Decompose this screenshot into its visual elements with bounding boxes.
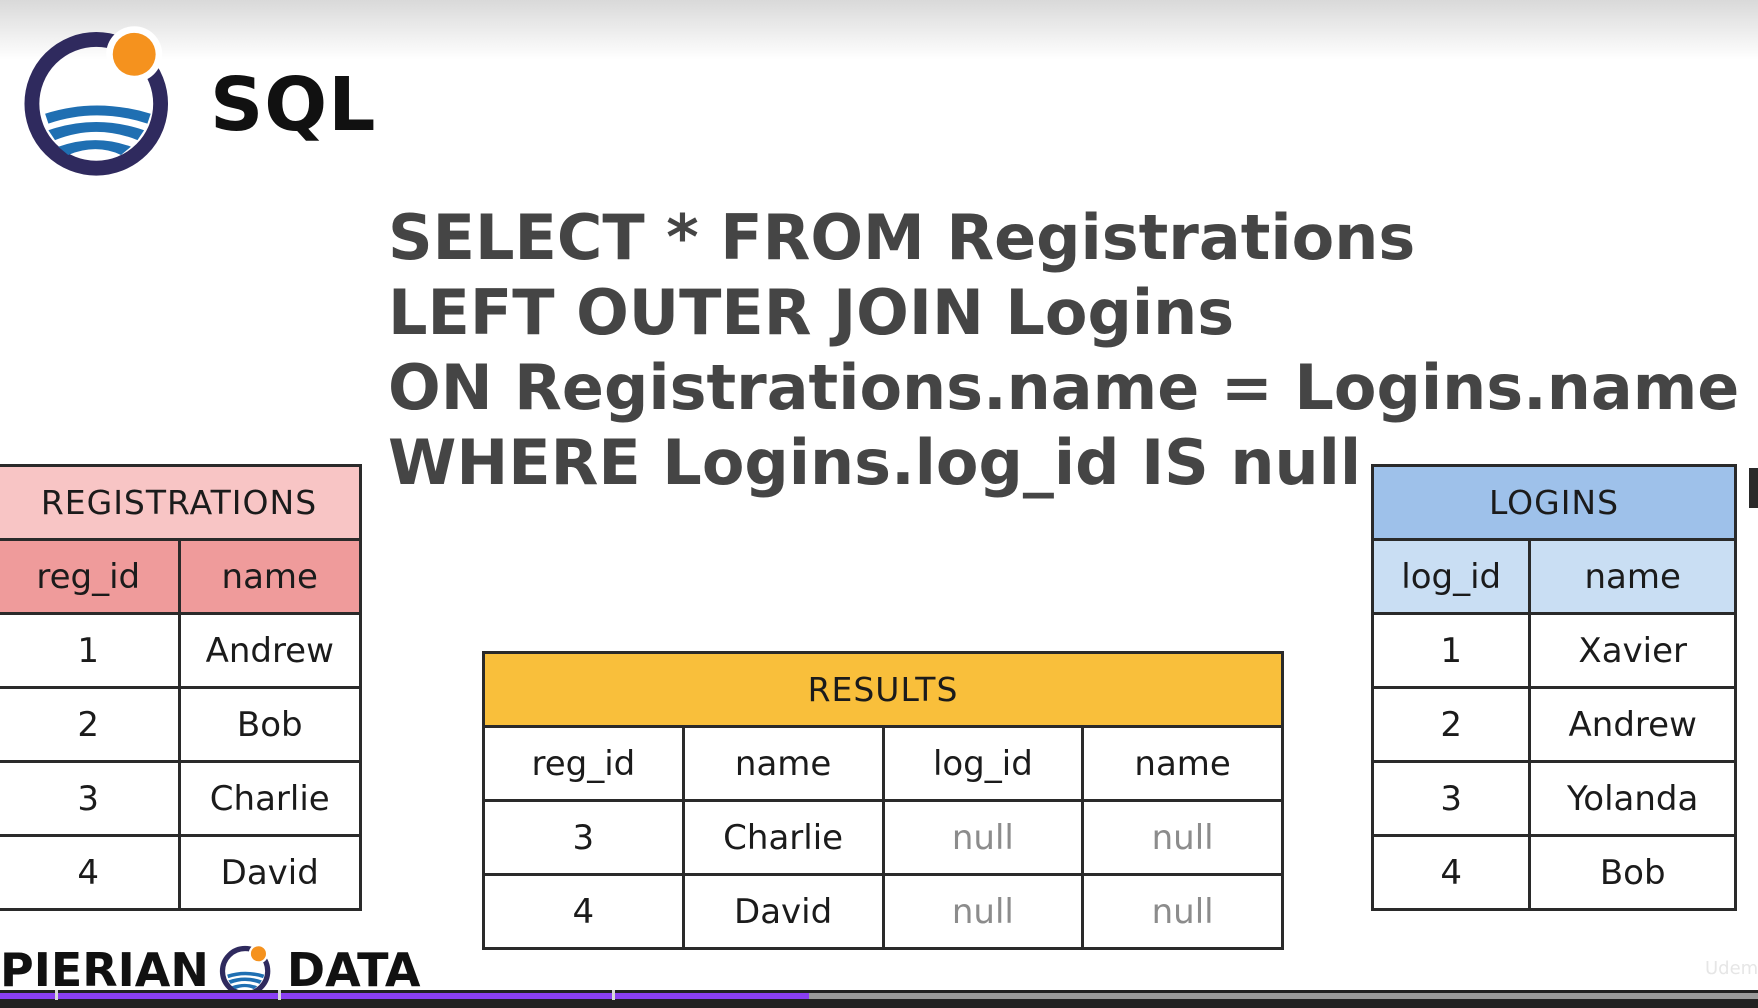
table-row: 4 David null null — [482, 873, 1284, 950]
column-header: reg_id — [482, 725, 685, 802]
column-header: name — [1528, 538, 1737, 615]
cell: 1 — [1370, 612, 1532, 689]
cell: Bob — [1528, 834, 1737, 911]
cell: 4 — [1370, 834, 1532, 911]
cell: Andrew — [1528, 686, 1737, 763]
results-title: RESULTS — [482, 651, 1284, 728]
column-header: name — [681, 725, 885, 802]
table-row: 2 Andrew — [1370, 686, 1737, 763]
null-cell: null — [1081, 873, 1284, 950]
column-header: name — [177, 538, 362, 615]
query-line: SELECT * FROM Registrations — [388, 201, 1416, 274]
cell: Bob — [177, 686, 362, 763]
cell: Xavier — [1528, 612, 1737, 689]
cell: 1 — [0, 612, 181, 689]
null-cell: null — [881, 799, 1085, 876]
chapter-marker — [278, 990, 281, 1000]
query-line: WHERE Logins.log_id IS null — [388, 426, 1362, 499]
column-header: reg_id — [0, 538, 181, 615]
null-cell: null — [881, 873, 1085, 950]
table-row: 3 Yolanda — [1370, 760, 1737, 837]
sql-logo-icon — [24, 26, 169, 176]
brand-right-text: DATA — [286, 943, 421, 997]
registrations-title: REGISTRATIONS — [0, 464, 362, 541]
logins-title: LOGINS — [1371, 464, 1737, 541]
table-row: 1 Xavier — [1370, 612, 1737, 689]
cell: Andrew — [177, 612, 362, 689]
logins-table: LOGINS log_id name 1 Xavier 2 Andrew 3 Y… — [1370, 464, 1737, 911]
logo-text: SQL — [210, 62, 377, 148]
query-line: LEFT OUTER JOIN Logins — [388, 276, 1235, 349]
side-handle[interactable] — [1749, 468, 1758, 508]
video-progress-track[interactable] — [0, 993, 1758, 999]
cell: Charlie — [681, 799, 885, 876]
cell: 2 — [0, 686, 181, 763]
cell: 3 — [482, 799, 685, 876]
cell: Yolanda — [1528, 760, 1737, 837]
sql-query: SELECT * FROM Registrations LEFT OUTER J… — [388, 200, 1739, 500]
cell: 2 — [1370, 686, 1532, 763]
null-cell: null — [1081, 799, 1284, 876]
column-header: log_id — [1370, 538, 1532, 615]
cell: David — [177, 834, 362, 911]
cell: David — [681, 873, 885, 950]
udemy-watermark: Udemy — [1705, 958, 1758, 979]
table-row: 3 Charlie null null — [482, 799, 1284, 876]
cell: 4 — [0, 834, 181, 911]
registrations-table: REGISTRATIONS reg_id name 1 Andrew 2 Bob… — [0, 464, 362, 911]
table-row: 1 Andrew — [0, 612, 362, 689]
cell: 3 — [1370, 760, 1532, 837]
top-shade — [0, 0, 1758, 60]
column-header: name — [1081, 725, 1284, 802]
column-header: log_id — [881, 725, 1085, 802]
table-row: 3 Charlie — [0, 760, 362, 837]
video-progress-fill[interactable] — [0, 993, 809, 999]
brand-left-text: PIERIAN — [0, 943, 209, 997]
chapter-marker — [55, 990, 58, 1000]
query-line: ON Registrations.name = Logins.name — [388, 351, 1740, 424]
table-row: 4 David — [0, 834, 362, 911]
pierian-data-brand: PIERIAN DATA — [0, 940, 421, 1000]
cell: 3 — [0, 760, 181, 837]
cell: 4 — [482, 873, 685, 950]
table-row: 4 Bob — [1370, 834, 1737, 911]
pierian-logo-icon — [219, 943, 271, 997]
cell: Charlie — [177, 760, 362, 837]
chapter-marker — [612, 990, 615, 1000]
results-table: RESULTS reg_id name log_id name 3 Charli… — [482, 651, 1284, 950]
table-row: 2 Bob — [0, 686, 362, 763]
